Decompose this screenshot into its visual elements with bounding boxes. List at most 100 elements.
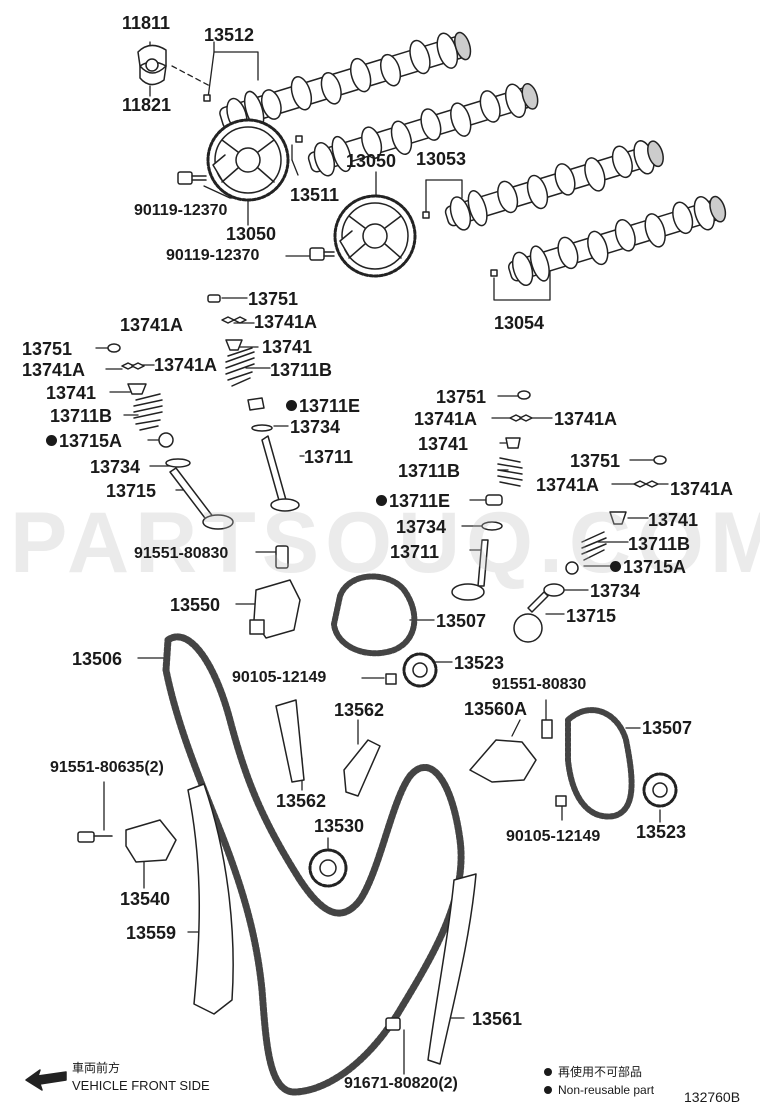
part-label-91671-80820[interactable]: 91671-80820(2) (344, 1075, 458, 1092)
non-reusable-dot-icon (544, 1068, 552, 1076)
part-label-13561[interactable]: 13561 (472, 1009, 523, 1029)
part-label-13053[interactable]: 13053 (416, 149, 467, 169)
part-label-11821[interactable]: 11821 (122, 95, 172, 115)
part-label-13741A-f[interactable]: 13741A (554, 409, 618, 429)
part-label-13512[interactable]: 13512 (204, 25, 255, 45)
part-label-13741-a[interactable]: 13741 (262, 337, 313, 357)
part-label-13530[interactable]: 13530 (314, 816, 365, 836)
part-label-13741-c[interactable]: 13741 (418, 434, 469, 454)
tensioner-13540 (77, 819, 177, 863)
part-label-13751-c[interactable]: 13751 (436, 387, 487, 407)
part-label-13741-d[interactable]: 13741 (648, 510, 699, 530)
part-label-13741A-d[interactable]: 13741A (154, 355, 218, 375)
watermark: PARTSOUQ.COM (10, 495, 760, 591)
part-label-13715A-a[interactable]: 13715A (46, 432, 122, 450)
part-label-13507-b[interactable]: 13507 (642, 718, 693, 738)
part-label-13741-b[interactable]: 13741 (46, 383, 97, 403)
camshaft-13053 (444, 140, 664, 231)
part-label-13507-a[interactable]: 13507 (436, 611, 487, 631)
part-label-13734-a[interactable]: 13734 (290, 417, 341, 437)
part-label-13734-b[interactable]: 13734 (90, 457, 141, 477)
part-label-13054[interactable]: 13054 (494, 313, 545, 333)
bolt-90119-upper (177, 171, 207, 185)
part-label-13506[interactable]: 13506 (72, 649, 123, 669)
part-label-13741A-h[interactable]: 13741A (670, 479, 734, 499)
part-label-13715-a[interactable]: 13715 (106, 481, 157, 501)
direction-en: VEHICLE FRONT SIDE (72, 1078, 210, 1093)
part-label-13711B-b[interactable]: 13711B (50, 406, 113, 426)
part-label-13751-d[interactable]: 13751 (570, 451, 621, 471)
part-label-11811[interactable]: 11811 (122, 13, 171, 33)
legend-en: Non-reusable part (544, 1084, 654, 1096)
part-label-13050-a[interactable]: 13050 (346, 151, 397, 171)
non-reusable-dot-icon (286, 400, 297, 411)
part-label-13559[interactable]: 13559 (126, 923, 177, 943)
part-label-13711E-b[interactable]: 13711E (376, 492, 450, 510)
part-label-13751-a[interactable]: 13751 (248, 289, 299, 309)
non-reusable-dot-icon (376, 495, 387, 506)
chain-13507-upper (331, 573, 418, 657)
camshaft-13054 (507, 195, 727, 287)
chain-slipper-13559 (187, 783, 234, 1015)
bolt-90105-upper (385, 673, 397, 685)
part-label-91551-80830-b[interactable]: 91551-80830 (492, 676, 587, 693)
bolt-90119-lower (309, 247, 335, 261)
part-label-13734-c[interactable]: 13734 (396, 517, 447, 537)
chain-13507-lower (565, 707, 635, 820)
direction-jp: 車両前方 (72, 1061, 121, 1075)
camshaft-13512 (219, 31, 472, 133)
part-label-90105-12149-b[interactable]: 90105-12149 (506, 828, 601, 845)
part-label-13741A-g[interactable]: 13741A (536, 475, 600, 495)
part-label-13540[interactable]: 13540 (120, 889, 171, 909)
bearing-cap (137, 44, 167, 86)
non-reusable-dot-icon (544, 1086, 552, 1094)
part-label-13734-d[interactable]: 13734 (590, 581, 641, 601)
valve-group-right (513, 455, 667, 643)
part-label-13711E-a[interactable]: 13711E (286, 397, 360, 415)
non-reusable-dot-icon (610, 561, 621, 572)
reference-code: 132760B (684, 1089, 741, 1105)
part-label-13741A-e[interactable]: 13741A (414, 409, 478, 429)
part-label-90105-12149-a[interactable]: 90105-12149 (232, 669, 327, 686)
part-label-13562-b[interactable]: 13562 (276, 791, 327, 811)
part-label-13711B-d[interactable]: 13711B (628, 534, 691, 554)
crank-sprocket-13530 (308, 848, 348, 888)
chain-guide-13561 (385, 873, 477, 1065)
part-label-13523-b[interactable]: 13523 (636, 822, 687, 842)
part-label-13560A[interactable]: 13560A (464, 699, 528, 719)
part-label-13511[interactable]: 13511 (290, 185, 340, 205)
part-label-13715A-b[interactable]: 13715A (610, 558, 686, 576)
part-label-90119-12370-a[interactable]: 90119-12370 (134, 202, 228, 219)
part-label-13711-a[interactable]: 13711 (304, 447, 354, 467)
part-label-13523-a[interactable]: 13523 (454, 653, 505, 673)
part-label-13741A-a[interactable]: 13741A (120, 315, 184, 335)
part-label-13741A-c[interactable]: 13741A (22, 360, 86, 380)
part-label-13711B-a[interactable]: 13711B (270, 360, 333, 380)
bracket-13560A (469, 719, 553, 783)
camshaft-13511 (307, 83, 539, 177)
vvt-gear-13050-lower (333, 194, 417, 278)
vehicle-front-arrow-icon (25, 1069, 67, 1091)
valve-group-middle (451, 390, 533, 601)
chain-guide-13562 (275, 699, 381, 797)
part-label-91551-80830-a[interactable]: 91551-80830 (134, 545, 229, 562)
vvt-gear-13050-upper (206, 118, 290, 202)
legend-jp: 再使用不可部品 (544, 1066, 642, 1078)
part-label-13562-a[interactable]: 13562 (334, 700, 385, 720)
non-reusable-dot-icon (46, 435, 57, 446)
sprocket-13523-lower (642, 772, 678, 808)
part-label-13550[interactable]: 13550 (170, 595, 221, 615)
part-label-91551-80635[interactable]: 91551-80635(2) (50, 759, 164, 776)
sprocket-13523-upper (402, 652, 438, 688)
part-label-13711-b[interactable]: 13711 (390, 542, 440, 562)
part-label-13050-b[interactable]: 13050 (226, 224, 277, 244)
part-label-13715-b[interactable]: 13715 (566, 606, 617, 626)
part-label-13741A-b[interactable]: 13741A (254, 312, 318, 332)
tensioner-13550 (249, 545, 301, 639)
part-label-13711B-c[interactable]: 13711B (398, 461, 461, 481)
valve-group-left (107, 294, 300, 530)
part-label-13751-b[interactable]: 13751 (22, 339, 73, 359)
part-label-90119-12370-b[interactable]: 90119-12370 (166, 247, 260, 264)
